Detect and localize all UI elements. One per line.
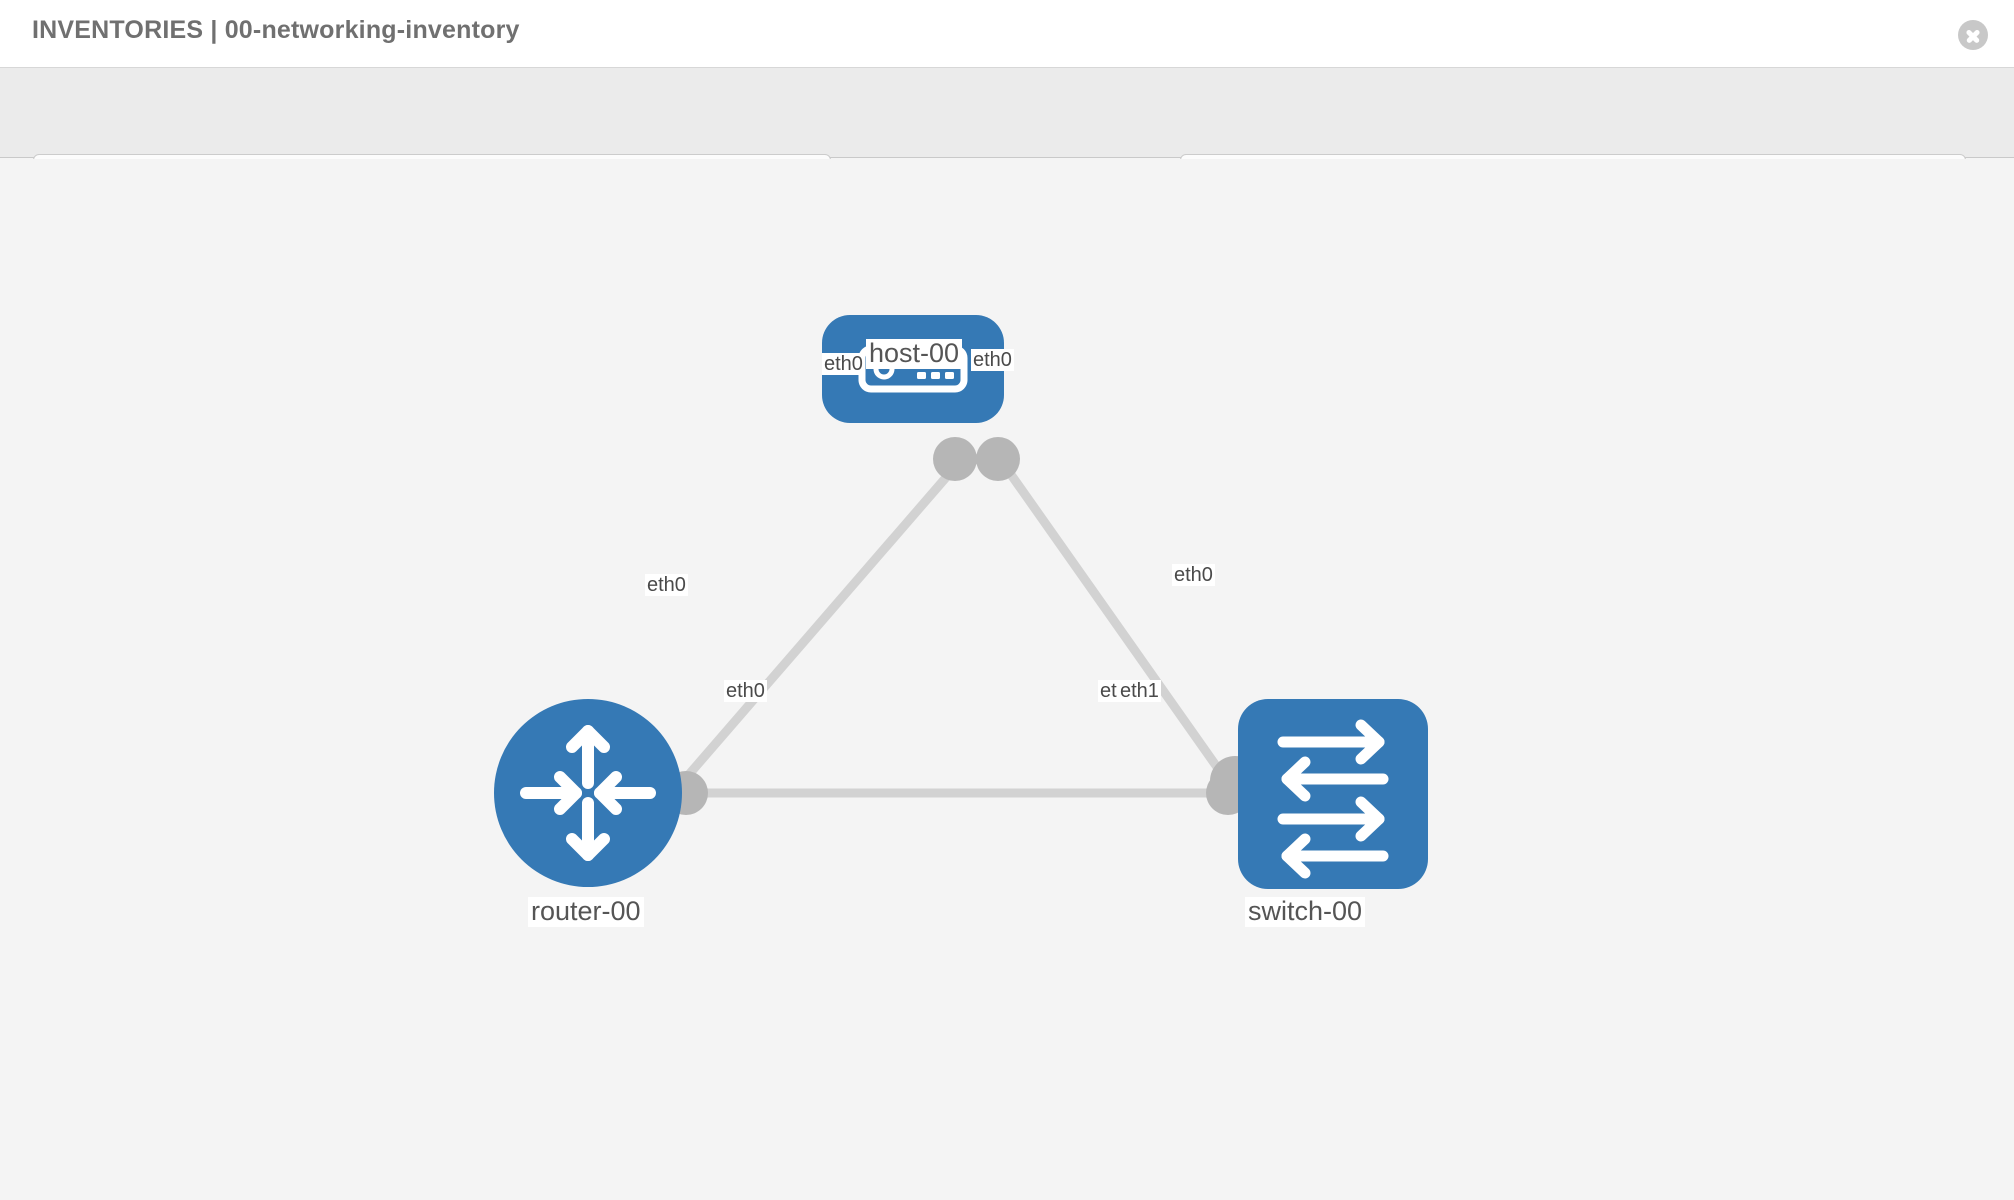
switch-arrows-icon (1277, 719, 1389, 879)
topology-links (635, 454, 1260, 836)
iface-label: eth0 (971, 349, 1014, 371)
topology-graph (494, 315, 1428, 889)
iface-label: eth0 (724, 680, 767, 702)
iface-label: eth0 (645, 574, 688, 596)
close-icon[interactable] (1958, 20, 1988, 50)
topology-canvas[interactable]: eth0 eth0 eth0 eth0 eth0 eth0 eth1 host-… (0, 159, 2014, 1200)
iface-label: eth0 (822, 353, 865, 375)
topology-connectors (664, 437, 1260, 815)
link-host-router (635, 454, 967, 836)
window-header: INVENTORIES | 00-networking-inventory (0, 0, 2014, 68)
node-router-00 (494, 699, 682, 887)
node-switch-00 (1238, 699, 1428, 889)
link-host-switch (995, 454, 1260, 826)
iface-label: eth1 (1118, 680, 1161, 702)
node-label-switch: switch-00 (1245, 896, 1366, 927)
page-title: INVENTORIES | 00-networking-inventory (32, 16, 520, 44)
node-label-host: host-00 (866, 338, 963, 369)
node-label-router: router-00 (528, 896, 644, 927)
connector-host-left (933, 437, 977, 481)
connector-host-right (976, 437, 1020, 481)
toolbar: ACTIONS SEARCH (0, 68, 2014, 210)
router-arrows-icon (520, 725, 656, 861)
iface-label: eth0 (1172, 564, 1215, 586)
